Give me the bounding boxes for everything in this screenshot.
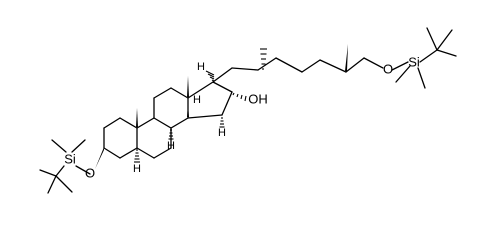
o-right-label: O <box>383 61 393 76</box>
tbs-right <box>391 27 457 89</box>
h-c14-label: H <box>218 127 226 139</box>
molecule-structure: Si O OH O Si H H H H H <box>39 27 457 194</box>
ring-c <box>153 87 189 129</box>
ring-b <box>136 117 172 159</box>
ring-d <box>187 81 233 119</box>
c25-methyl-wedge <box>345 44 348 71</box>
c5-h-hash <box>134 149 140 163</box>
c17-h-hash <box>205 70 215 82</box>
c18-methyl-wedge <box>187 76 189 97</box>
h-c8-label: H <box>193 94 201 106</box>
c8-h-wedge <box>187 104 189 117</box>
c14-h-hash <box>219 117 225 128</box>
c16-oh-hash <box>232 92 247 102</box>
si-right-label: Si <box>408 54 420 69</box>
h-c9-label: H <box>167 140 175 152</box>
side-chain <box>212 57 384 83</box>
c20-methyl-hash <box>260 48 267 70</box>
h-c17-label: H <box>197 61 205 73</box>
structure-canvas: Si O OH O Si H H H H H <box>39 27 457 194</box>
tbs-left <box>39 139 91 194</box>
c3-o-wedge <box>95 147 104 169</box>
c9-h-hash <box>168 129 174 140</box>
ring-a <box>103 117 138 159</box>
c19-methyl-wedge <box>136 108 138 127</box>
si-left-label: Si <box>64 151 76 166</box>
h-c5-label: H <box>133 163 141 175</box>
o-left-label: O <box>85 165 95 180</box>
oh-label: OH <box>248 91 268 106</box>
